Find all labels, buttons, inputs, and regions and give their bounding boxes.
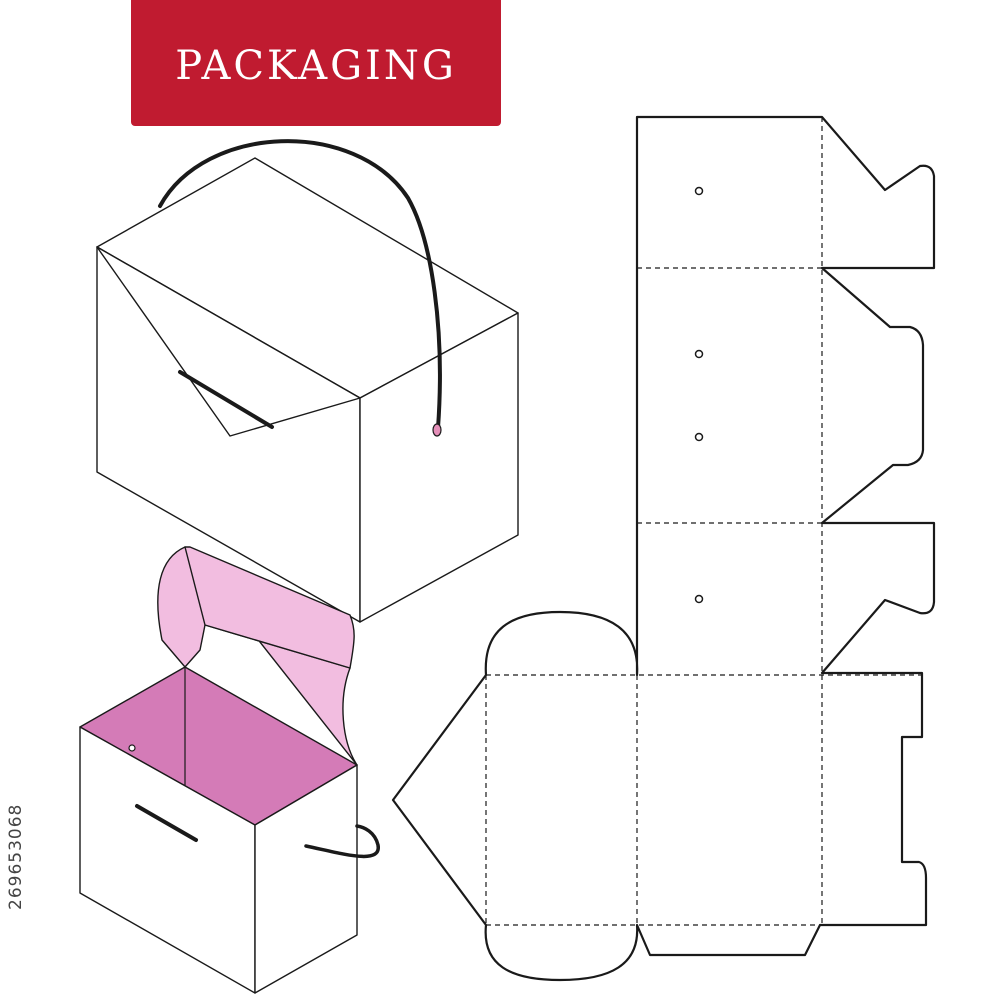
closed-box-lid-flap bbox=[96, 246, 361, 437]
dieline bbox=[391, 115, 936, 982]
stock-image-id: 269653068 bbox=[6, 803, 26, 910]
string-handle-icon bbox=[304, 824, 380, 859]
carry-handle-icon bbox=[158, 139, 442, 437]
lid-slot bbox=[178, 370, 274, 429]
dieline-fold-lines bbox=[485, 117, 926, 926]
closed-box bbox=[96, 157, 519, 623]
dieline-cut-outline bbox=[391, 115, 936, 982]
open-box-side-face bbox=[254, 764, 358, 994]
packaging-banner: PACKAGING bbox=[131, 0, 501, 126]
open-box bbox=[79, 546, 358, 994]
open-box-hole bbox=[128, 744, 136, 752]
closed-box-right-face bbox=[359, 312, 519, 623]
dieline-holes bbox=[694, 186, 704, 604]
open-box-slot bbox=[135, 804, 198, 842]
open-box-back-panel bbox=[184, 546, 355, 669]
banner-title: PACKAGING bbox=[175, 43, 457, 89]
